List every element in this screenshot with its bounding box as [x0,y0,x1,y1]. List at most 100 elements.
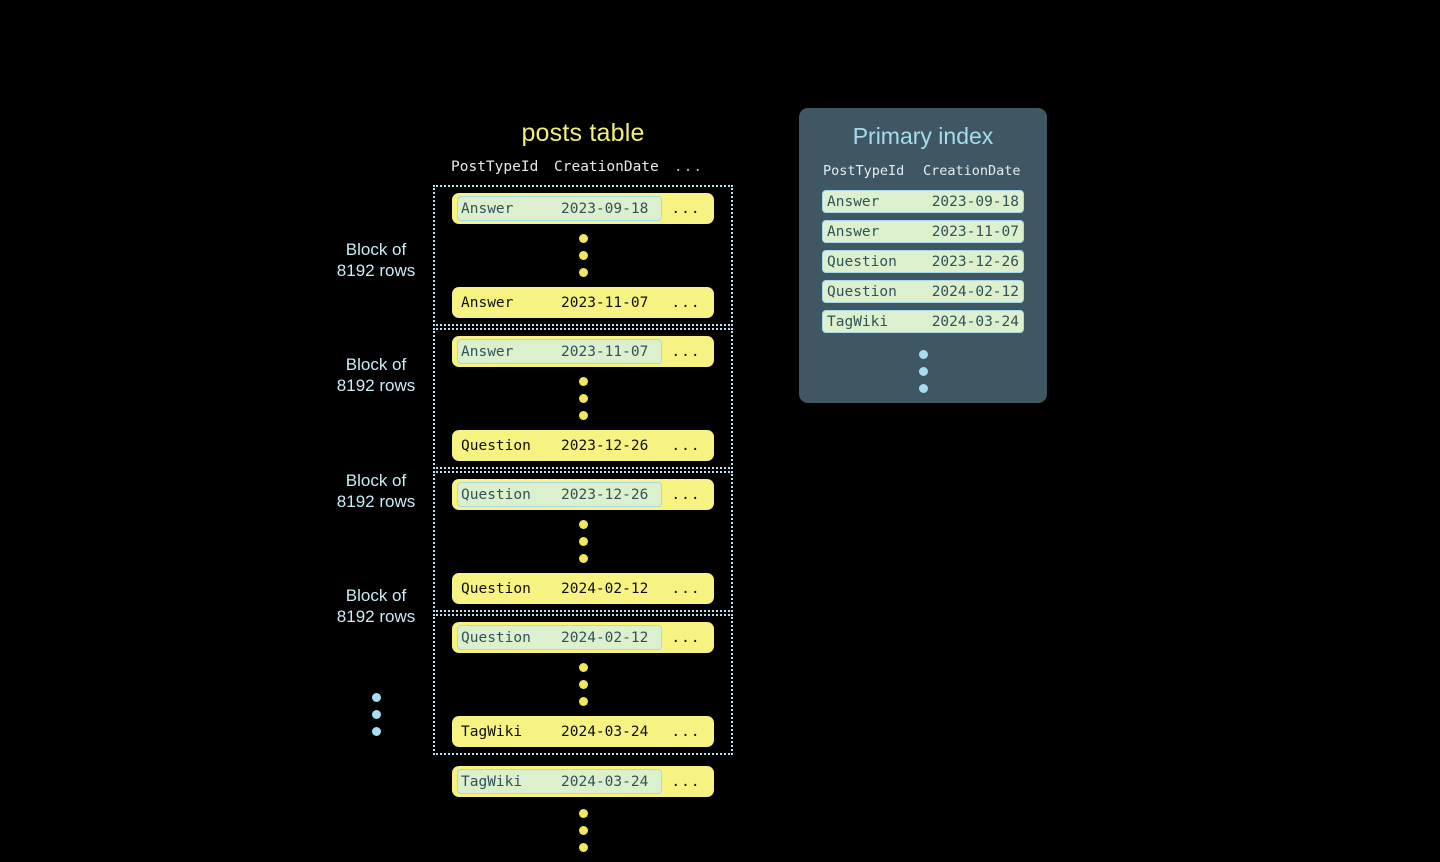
cell-more: ... [671,294,701,311]
index-row[interactable]: Answer 2023-09-18 [822,190,1024,213]
block-2: Question 2023-12-26 ... Question 2024-02… [433,471,733,612]
primary-index-panel: Primary index PostTypeId CreationDate An… [799,108,1047,403]
cell-creationdate: 2024-03-24 [931,313,1019,330]
dot-icon [918,350,928,359]
cell-creationdate: 2023-11-07 [931,223,1019,240]
row-highlight-3-first: Question 2024-02-12 [457,625,662,650]
dot-icon [371,710,381,719]
table-row[interactable]: Question 2023-12-26 ... [452,479,714,510]
row-cells-0-last: Answer 2023-11-07 [457,290,662,315]
dot-icon [918,384,928,393]
dot-icon [578,826,588,835]
cell-more: ... [671,343,701,360]
cell-posttypeid: TagWiki [461,723,523,740]
cell-more: ... [671,580,701,597]
cell-posttypeid: Answer [827,193,880,210]
cell-creationdate: 2024-03-24 [561,723,649,740]
index-column-headers: PostTypeId CreationDate [822,163,1024,179]
block-label-line1: Block of [345,355,407,374]
cell-creationdate: 2024-02-12 [561,580,649,597]
dot-icon [918,367,928,376]
dot-icon [578,394,588,403]
table-row[interactable]: Question 2024-02-12 ... [452,622,714,653]
cell-more: ... [671,486,701,503]
dot-icon [578,680,588,689]
cell-posttypeid: Question [461,437,531,454]
table-row[interactable]: Answer 2023-11-07 ... [452,287,714,318]
cell-posttypeid: Question [827,253,897,270]
cell-posttypeid: Answer [461,200,514,217]
dot-icon [578,554,588,563]
block-label-line2: 8192 rows [336,261,416,280]
block-label-line2: 8192 rows [336,607,416,626]
row-cells-2-last: Question 2024-02-12 [457,576,662,601]
row-highlight-0-first: Answer 2023-09-18 [457,196,662,221]
table-row[interactable]: Answer 2023-09-18 ... [452,193,714,224]
cell-creationdate: 2024-02-12 [561,629,649,646]
posts-column-headers: PostTypeId CreationDate ... [433,159,733,177]
block-1: Answer 2023-11-07 ... Question 2023-12-2… [433,328,733,469]
block-0: Answer 2023-09-18 ... Answer 2023-11-07 … [433,185,733,326]
cell-more: ... [671,629,701,646]
column-header-creationdate: CreationDate [923,163,1021,179]
block-label-0: Block of 8192 rows [311,239,441,281]
vertical-ellipsis-icon [435,367,731,430]
dot-icon [371,693,381,702]
cell-creationdate: 2023-12-26 [561,486,649,503]
table-row[interactable]: Question 2024-02-12 ... [452,573,714,604]
row-cells-3-last: TagWiki 2024-03-24 [457,719,662,744]
cell-creationdate: 2023-11-07 [561,294,649,311]
block-label-2: Block of 8192 rows [311,470,441,512]
block-label-1: Block of 8192 rows [311,354,441,396]
index-row[interactable]: Question 2024-02-12 [822,280,1024,303]
dot-icon [371,727,381,736]
column-header-creationdate: CreationDate [554,159,659,175]
table-row-trailing[interactable]: TagWiki 2024-03-24 ... [452,766,714,797]
page-title: posts table [521,119,645,147]
table-row[interactable]: Answer 2023-11-07 ... [452,336,714,367]
cell-creationdate: 2023-12-26 [931,253,1019,270]
cell-more: ... [671,200,701,217]
index-row[interactable]: Answer 2023-11-07 [822,220,1024,243]
vertical-ellipsis-icon-left [361,683,391,746]
row-highlight-1-first: Answer 2023-11-07 [457,339,662,364]
dot-icon [578,809,588,818]
dot-icon [578,251,588,260]
dot-icon [578,411,588,420]
table-row[interactable]: Question 2023-12-26 ... [452,430,714,461]
index-row[interactable]: Question 2023-12-26 [822,250,1024,273]
cell-posttypeid: Question [461,629,531,646]
row-highlight-2-first: Question 2023-12-26 [457,482,662,507]
cell-posttypeid: Answer [461,343,514,360]
block-label-line1: Block of [345,240,407,259]
vertical-ellipsis-icon-index [822,340,1024,403]
row-highlight-trailing: TagWiki 2024-03-24 [457,769,662,794]
dot-icon [578,697,588,706]
cell-posttypeid: Question [827,283,897,300]
vertical-ellipsis-icon [435,224,731,287]
cell-more: ... [671,723,701,740]
dot-icon [578,268,588,277]
vertical-ellipsis-icon [435,510,731,573]
cell-more: ... [671,773,701,790]
index-row[interactable]: TagWiki 2024-03-24 [822,310,1024,333]
block-label-line2: 8192 rows [336,492,416,511]
cell-creationdate: 2024-02-12 [931,283,1019,300]
block-label-3: Block of 8192 rows [311,585,441,627]
cell-more: ... [671,437,701,454]
block-label-line1: Block of [345,471,407,490]
dot-icon [578,537,588,546]
cell-creationdate: 2023-09-18 [561,200,649,217]
column-header-posttypeid: PostTypeId [823,163,905,179]
dot-icon [578,234,588,243]
dot-icon [578,843,588,852]
row-cells-1-last: Question 2023-12-26 [457,433,662,458]
cell-posttypeid: Question [461,580,531,597]
table-row[interactable]: TagWiki 2024-03-24 ... [452,716,714,747]
cell-creationdate: 2023-09-18 [931,193,1019,210]
cell-creationdate: 2023-11-07 [561,343,649,360]
dot-icon [578,377,588,386]
block-label-line1: Block of [345,586,407,605]
cell-posttypeid: Question [461,486,531,503]
vertical-ellipsis-icon [433,799,733,862]
